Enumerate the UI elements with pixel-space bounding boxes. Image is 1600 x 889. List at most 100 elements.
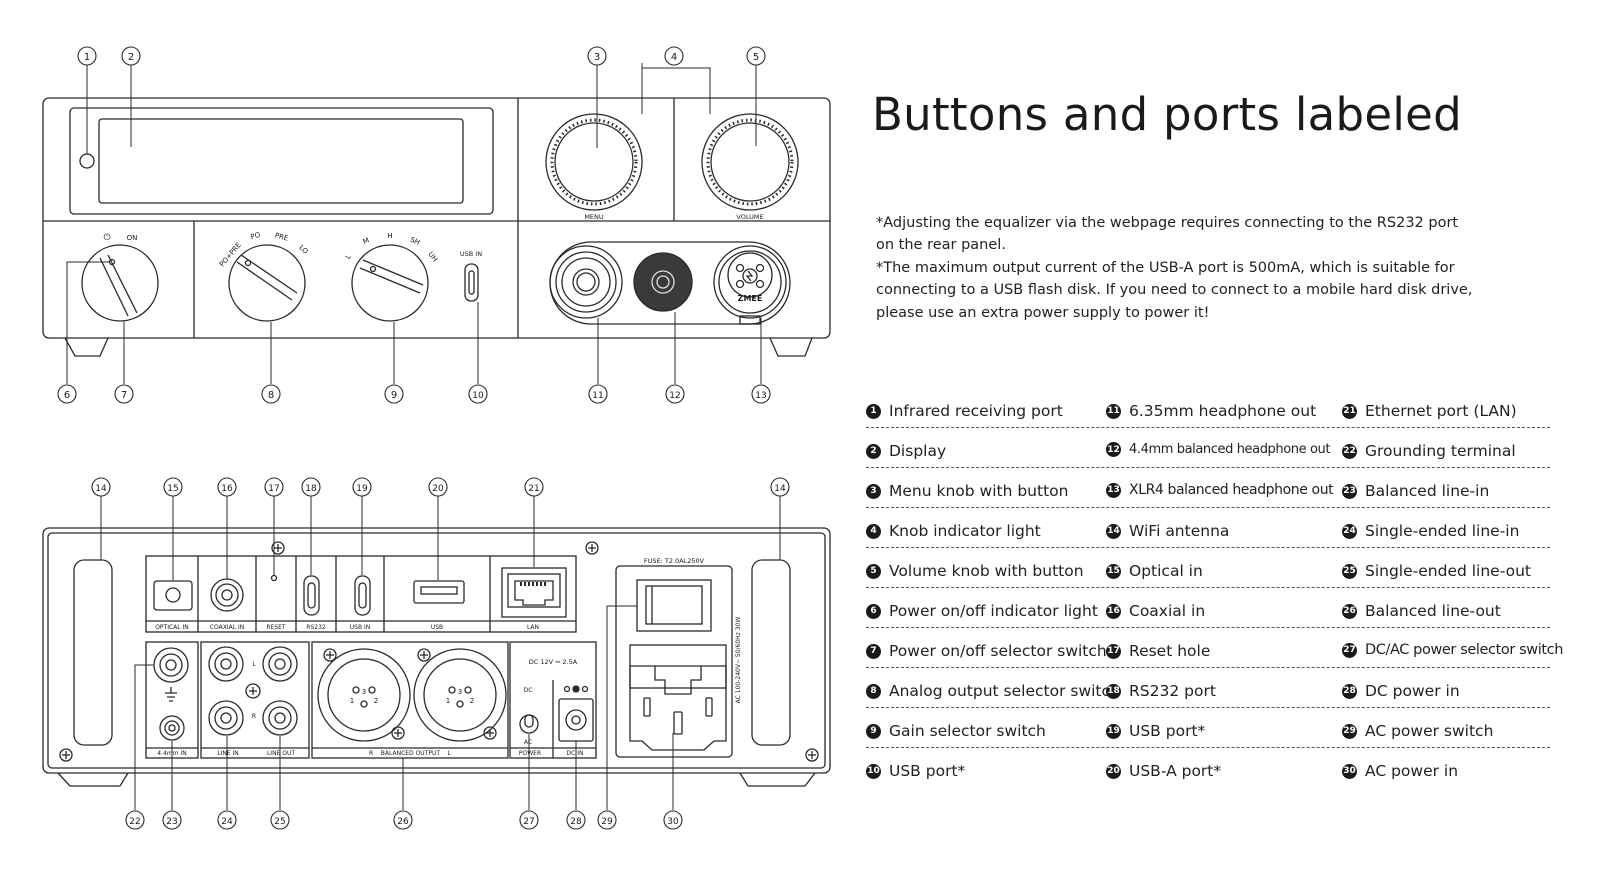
legend-number: 12 [1106,442,1121,457]
legend-label: Reset hole [1129,642,1211,660]
legend-label: USB port* [1129,722,1206,740]
fuse-label: FUSE: T2.0AL250V [644,557,705,565]
legend-number: 8 [866,683,881,699]
power-label: POWER [519,750,541,757]
page-title: Buttons and ports labeled [872,88,1463,141]
callout-19: 19 [356,484,368,494]
legend-label: 4.4mm balanced headphone out [1129,442,1331,457]
legend-label: DC power in [1365,682,1460,700]
legend-number: 22 [1342,443,1357,459]
line-in-l-port [208,646,244,682]
dc-ac-selector-switch [519,714,539,734]
legend-number: 14 [1106,523,1121,539]
legend-label: Coaxial in [1129,602,1206,620]
legend-number: 15 [1106,563,1121,579]
callout-23: 23 [166,817,177,827]
callout-14-right: 14 [774,484,786,494]
legend-label: XLR4 balanced headphone out [1129,482,1334,498]
usb-a-port [413,580,465,604]
ac-power-switch [636,579,712,632]
coaxial-in-label: COAXIAL IN [210,624,244,631]
legend-number: 23 [1342,483,1357,499]
legend-label: Volume knob with button [889,562,1084,580]
headphone-6-35mm-jack [549,245,623,319]
callout-14-left: 14 [95,484,107,494]
callout-numbers: 1 2 3 4 5 6 7 8 9 10 11 12 13 14 15 16 1… [64,52,786,827]
rs232-port [303,575,320,616]
legend-number: 11 [1106,403,1121,419]
reset-hole [270,574,278,582]
volume-knob [701,113,799,211]
line-out-label: LINE OUT [267,750,295,757]
wifi-antenna-left-icon [73,559,113,746]
line-in-label: LINE IN [217,750,239,757]
rear-usb-in-label: USB IN [350,624,370,631]
headphone-xlr4-jack [713,245,787,325]
dc-label: DC [524,687,533,694]
front-usb-c-port [464,263,479,302]
gain-mode-l: L [344,253,353,261]
optical-in-port [153,580,193,611]
panel-labels: ⏻ ON PO+PRE PO PRE LO L M H SH UH USB IN… [103,213,763,757]
callout-12: 12 [669,391,680,401]
channel-r-label: R [252,713,256,720]
coaxial-in-port [210,578,244,612]
power-switch-knob [81,244,159,322]
legend-label: Single-ended line-in [1365,522,1520,540]
device-diagram: 1 2 3 4 5 6 7 8 9 10 11 12 13 14 15 16 1… [42,46,831,830]
output-mode-pre: PRE [274,231,289,242]
callout-lines [66,63,781,810]
legend-number: 7 [866,643,881,659]
legend-label: Ethernet port (LAN) [1365,402,1517,420]
legend-item: 21 Ethernet port (LAN) [1342,402,1517,420]
callout-26: 26 [397,817,409,827]
legend-number: 25 [1342,563,1357,579]
brand-label: ZMEE [738,294,763,303]
lan-label: LAN [527,624,539,631]
legend-label: Power on/off indicator light [889,602,1098,620]
rear-panel [42,527,831,787]
callout-29: 29 [601,817,613,827]
callout-9: 9 [391,390,397,401]
callout-17: 17 [268,484,279,494]
dc-rating-label: DC 12V ⎓ 2.5A [529,658,578,666]
legend-number: 10 [866,763,881,779]
xlr-r-pin-3: 3 [362,688,366,696]
dc-in-port [558,685,594,742]
ac-power-inlet [629,644,727,751]
legend-label: Power on/off selector switch [889,642,1107,660]
legend-number: 17 [1106,643,1121,659]
optical-in-label: OPTICAL IN [155,624,189,631]
legend-label: Menu knob with button [889,482,1069,500]
legend-number: 21 [1342,403,1357,419]
legend-label: Balanced line-in [1365,482,1490,500]
legend-number: 2 [866,443,881,459]
callout-5: 5 [753,52,759,63]
legend-number: 28 [1342,683,1357,699]
callout-number-circles [57,46,790,830]
legend-item: 12 4.4mm balanced headphone out [1106,442,1330,457]
callout-7: 7 [121,390,127,401]
rear-usb-c-port [354,575,371,616]
line-out-l-port [262,646,298,682]
legend-label: DC/AC power selector switch [1365,642,1564,658]
legend-label: RS232 port [1129,682,1216,700]
legend-number: 13 [1106,482,1121,498]
dc-in-label: DC IN [567,750,584,757]
legend-label: USB port* [889,762,966,780]
callout-27: 27 [523,817,534,827]
